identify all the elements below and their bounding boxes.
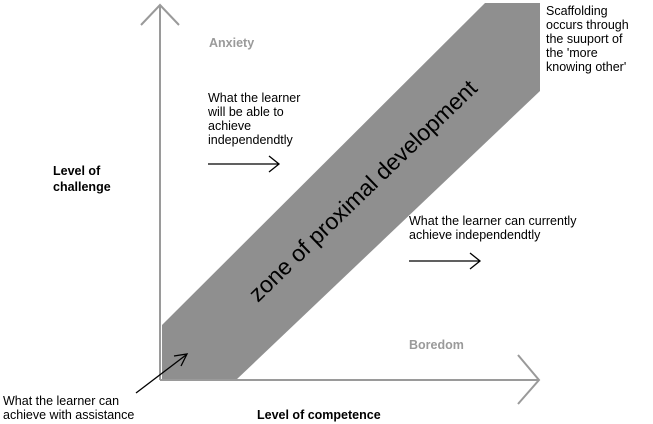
x-axis-arrowhead xyxy=(517,354,541,405)
scaffolding-text: Scaffolding occurs through the suuport o… xyxy=(546,4,629,74)
future-independent-text: What the learner will be able to achieve… xyxy=(208,91,301,147)
x-axis-label: Level of competence xyxy=(257,408,381,422)
y-axis-label: Level of challenge xyxy=(53,164,111,194)
anxiety-label: Anxiety xyxy=(209,36,255,50)
y-axis-arrowhead xyxy=(140,3,180,26)
future-arrow xyxy=(208,155,281,173)
assisted-text: What the learner can achieve with assist… xyxy=(3,394,135,422)
assist-arrow xyxy=(135,353,189,394)
current-arrow xyxy=(409,252,482,270)
zpd-band xyxy=(162,3,540,380)
current-independent-text: What the learner can currently achieve i… xyxy=(409,214,577,242)
boredom-label: Boredom xyxy=(409,338,464,352)
